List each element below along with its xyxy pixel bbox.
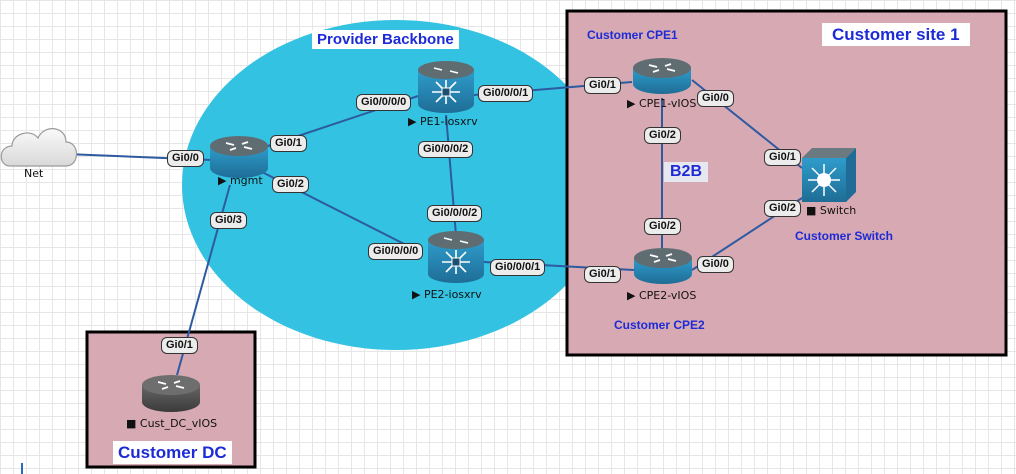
port-pe2-gi0-0-0-0[interactable]: Gi0/0/0/0: [368, 243, 424, 260]
cpe1-node-label: ▶ CPE1-vIOS: [627, 98, 696, 109]
port-pe2-gi0-0-0-1[interactable]: Gi0/0/0/1: [490, 259, 546, 276]
cpe1-router-icon[interactable]: [633, 58, 691, 94]
customer-site-1-area: [565, 9, 1008, 357]
pe2-router-icon[interactable]: [428, 231, 484, 283]
port-cpe1-gi0-1[interactable]: Gi0/1: [584, 77, 621, 94]
port-cpe2-gi0-2[interactable]: Gi0/2: [644, 218, 681, 235]
cpe2-node-label: ▶ CPE2-vIOS: [627, 290, 696, 301]
cust-dc-router-icon[interactable]: [142, 375, 200, 412]
customer-site-1-title: Customer site 1: [822, 23, 970, 46]
play-icon: ▶: [627, 97, 639, 110]
port-cpe1-gi0-2[interactable]: Gi0/2: [644, 127, 681, 144]
port-pe1-gi0-0-0-2[interactable]: Gi0/0/0/2: [418, 141, 474, 158]
play-icon: ▶: [218, 174, 230, 187]
play-icon: ▶: [408, 115, 420, 128]
port-switch-gi0-1[interactable]: Gi0/1: [764, 149, 801, 166]
port-mgmt-gi0-1[interactable]: Gi0/1: [270, 135, 307, 152]
port-dc-gi0-1[interactable]: Gi0/1: [161, 337, 198, 354]
pe2-node-label: ▶ PE2-iosxrv: [412, 289, 482, 300]
port-mgmt-gi0-0[interactable]: Gi0/0: [167, 150, 204, 167]
customer-cpe1-caption: Customer CPE1: [587, 28, 678, 42]
port-mgmt-gi0-2[interactable]: Gi0/2: [272, 176, 309, 193]
port-switch-gi0-2[interactable]: Gi0/2: [764, 200, 801, 217]
port-pe2-gi0-0-0-2[interactable]: Gi0/0/0/2: [427, 205, 483, 222]
customer-switch-caption: Customer Switch: [795, 229, 894, 243]
pe1-router-icon[interactable]: [418, 61, 474, 113]
cpe2-router-icon[interactable]: [634, 248, 692, 284]
switch-node-label: ■ Switch: [806, 205, 856, 216]
port-cpe2-gi0-1[interactable]: Gi0/1: [584, 266, 621, 283]
pe1-name: PE1-iosxrv: [419, 115, 478, 128]
stop-icon: ■: [806, 204, 820, 217]
net-node-label: Net: [24, 167, 44, 180]
cust-dc-name: Cust_DC_vIOS: [139, 417, 218, 430]
port-pe1-gi0-0-0-1[interactable]: Gi0/0/0/1: [478, 85, 534, 102]
net-cloud-icon: [0, 128, 78, 167]
play-icon: ▶: [627, 289, 639, 302]
provider-backbone-title: Provider Backbone: [312, 30, 459, 49]
mgmt-node-label: ▶ mgmt: [218, 175, 263, 186]
play-icon: ▶: [412, 288, 424, 301]
stop-icon: ■: [126, 417, 140, 430]
port-mgmt-gi0-3[interactable]: Gi0/3: [210, 212, 247, 229]
pe2-name: PE2-iosxrv: [423, 288, 482, 301]
pe1-node-label: ▶ PE1-iosxrv: [408, 116, 478, 127]
cpe2-name: CPE2-vIOS: [638, 289, 697, 302]
cpe1-name: CPE1-vIOS: [638, 97, 697, 110]
customer-dc-title: Customer DC: [113, 441, 232, 464]
mgmt-router-icon[interactable]: [210, 136, 268, 178]
port-pe1-gi0-0-0-0[interactable]: Gi0/0/0/0: [356, 94, 412, 111]
customer-cpe2-caption: Customer CPE2: [614, 318, 705, 332]
switch-name: Switch: [819, 204, 857, 217]
switch-icon[interactable]: [802, 148, 856, 202]
port-cpe1-gi0-0[interactable]: Gi0/0: [697, 90, 734, 107]
cust-dc-node-label: ■ Cust_DC_vIOS: [126, 418, 217, 429]
mgmt-name: mgmt: [229, 174, 263, 187]
b2b-label: B2B: [664, 162, 709, 182]
port-cpe2-gi0-0[interactable]: Gi0/0: [697, 256, 734, 273]
